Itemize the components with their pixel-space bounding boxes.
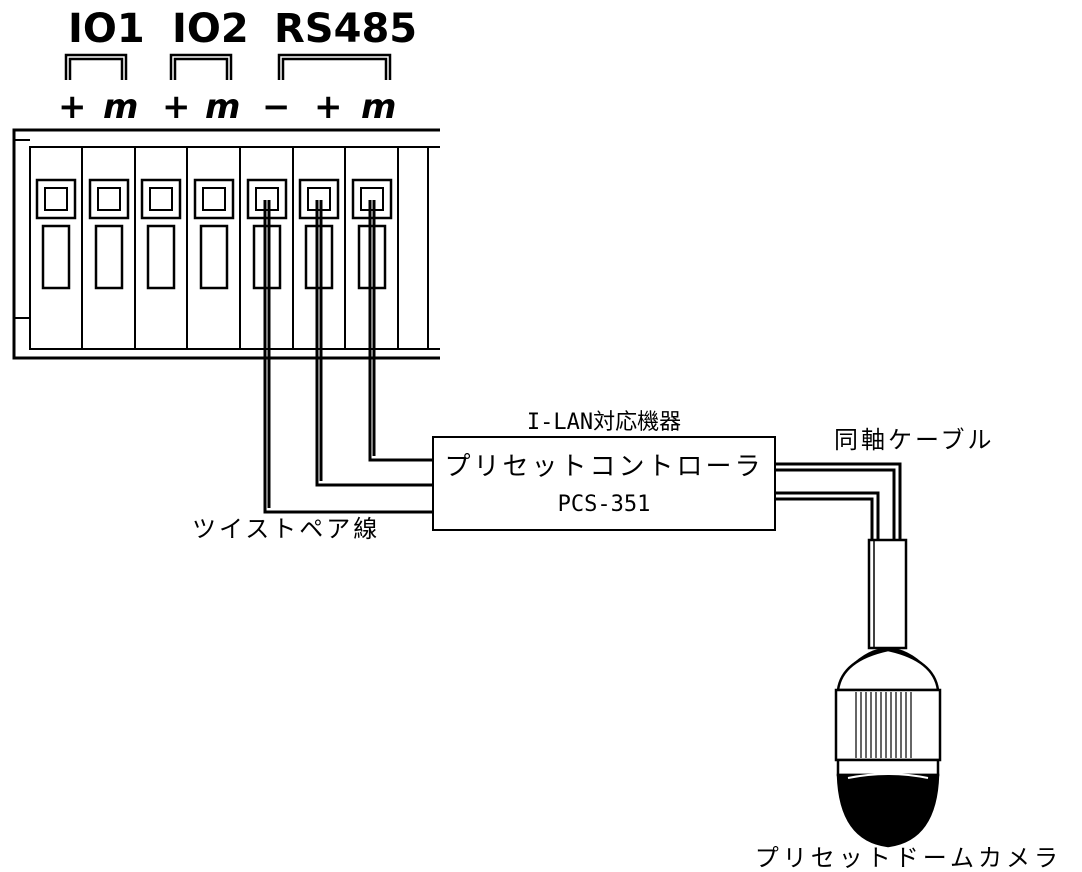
wire-rs485-ground <box>368 200 433 462</box>
group-brackets <box>64 53 392 80</box>
polarity-rs485-minus: − <box>262 87 291 127</box>
polarity-io2-ground: m <box>205 87 240 127</box>
twisted-pair-wires <box>263 200 433 514</box>
polarity-row: + m + m − + m <box>58 87 396 127</box>
slot-separators <box>81 147 399 349</box>
wire-rs485-plus <box>315 200 433 487</box>
terminal-slots <box>35 147 399 349</box>
polarity-rs485-plus: + <box>314 87 343 127</box>
terminal-slot-5 <box>246 178 288 290</box>
terminal-block <box>12 128 440 360</box>
coax-cable <box>775 462 902 540</box>
camera-label: プリセットドームカメラ <box>755 844 1062 872</box>
terminal-slot-4 <box>193 178 235 290</box>
controller-box <box>432 436 776 531</box>
controller-model: PCS-351 <box>558 492 651 517</box>
io1-bracket-inner <box>68 57 124 80</box>
polarity-io2-plus: + <box>162 87 191 127</box>
dome-camera-icon <box>834 538 942 848</box>
terminal-block-inner-outline <box>29 146 440 350</box>
io1-bracket <box>64 53 128 80</box>
wire-rs485-minus <box>263 200 433 514</box>
terminal-slot-3 <box>140 178 182 290</box>
io1-label: IO1 <box>68 6 145 52</box>
terminal-slot-6 <box>298 178 340 290</box>
rs485-bracket <box>277 53 392 80</box>
terminal-slot-7 <box>351 178 393 290</box>
rs485-bracket-inner <box>281 57 388 80</box>
polarity-rs485-ground: m <box>361 87 396 127</box>
controller-name: プリセットコントローラ <box>444 452 763 482</box>
polarity-io1-plus: + <box>58 87 87 127</box>
io2-bracket-inner <box>173 57 229 80</box>
terminal-slot-1 <box>35 178 77 290</box>
terminal-slot-2 <box>88 178 130 290</box>
polarity-io1-ground: m <box>103 87 138 127</box>
rs485-label: RS485 <box>274 6 417 52</box>
controller-category: I-LAN対応機器 <box>527 410 681 435</box>
io2-bracket <box>169 53 233 80</box>
coax-label: 同軸ケーブル <box>834 426 995 454</box>
io2-label: IO2 <box>172 6 249 52</box>
twisted-pair-label: ツイストペア線 <box>192 515 380 543</box>
terminal-block-outline <box>12 128 440 360</box>
